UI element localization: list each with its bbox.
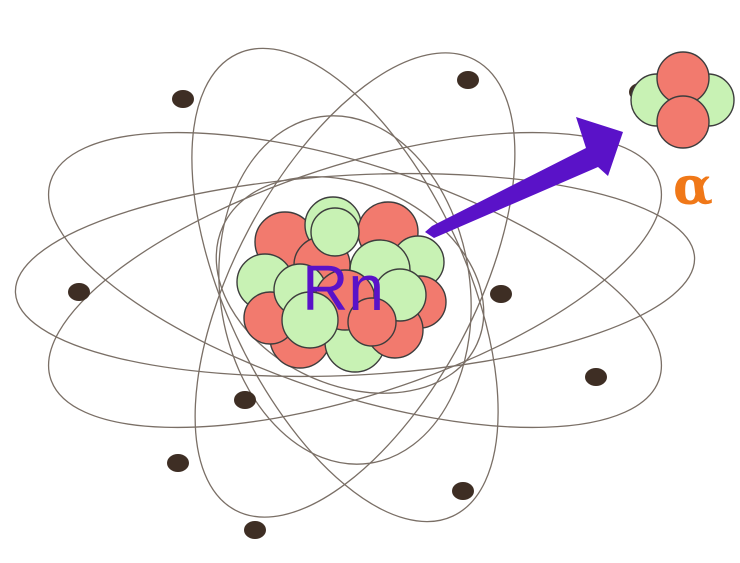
alpha-label: α [673,156,713,217]
neutron [311,208,359,256]
electron-dot [68,283,90,301]
electron-dot [490,285,512,303]
emission-arrow [425,117,623,238]
electron-dot [172,90,194,108]
electron-dot [585,368,607,386]
electron-dot [452,482,474,500]
electron-dot [234,391,256,409]
electron-dot [244,521,266,539]
alpha-particle [631,52,734,148]
nucleus-label: Rn [302,252,384,324]
electron-dot [167,454,189,472]
alpha-proton [657,96,709,148]
electron-dot [457,71,479,89]
